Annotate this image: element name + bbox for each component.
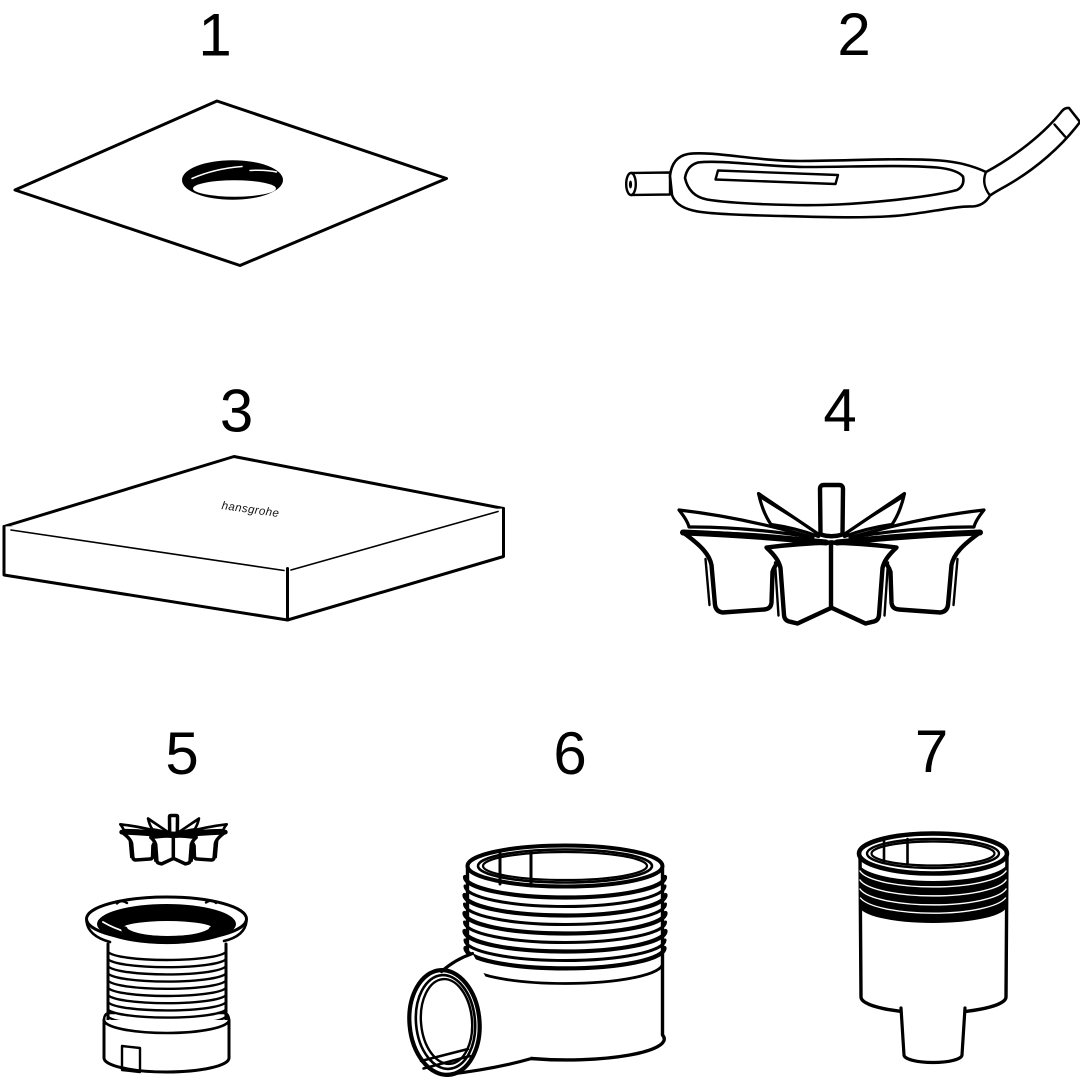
svg-text:7: 7 (915, 718, 948, 785)
svg-text:6: 6 (553, 720, 586, 787)
svg-text:4: 4 (823, 377, 856, 444)
svg-text:2: 2 (837, 1, 870, 68)
svg-text:3: 3 (220, 378, 253, 445)
svg-text:1: 1 (198, 2, 231, 69)
svg-text:5: 5 (165, 720, 198, 787)
